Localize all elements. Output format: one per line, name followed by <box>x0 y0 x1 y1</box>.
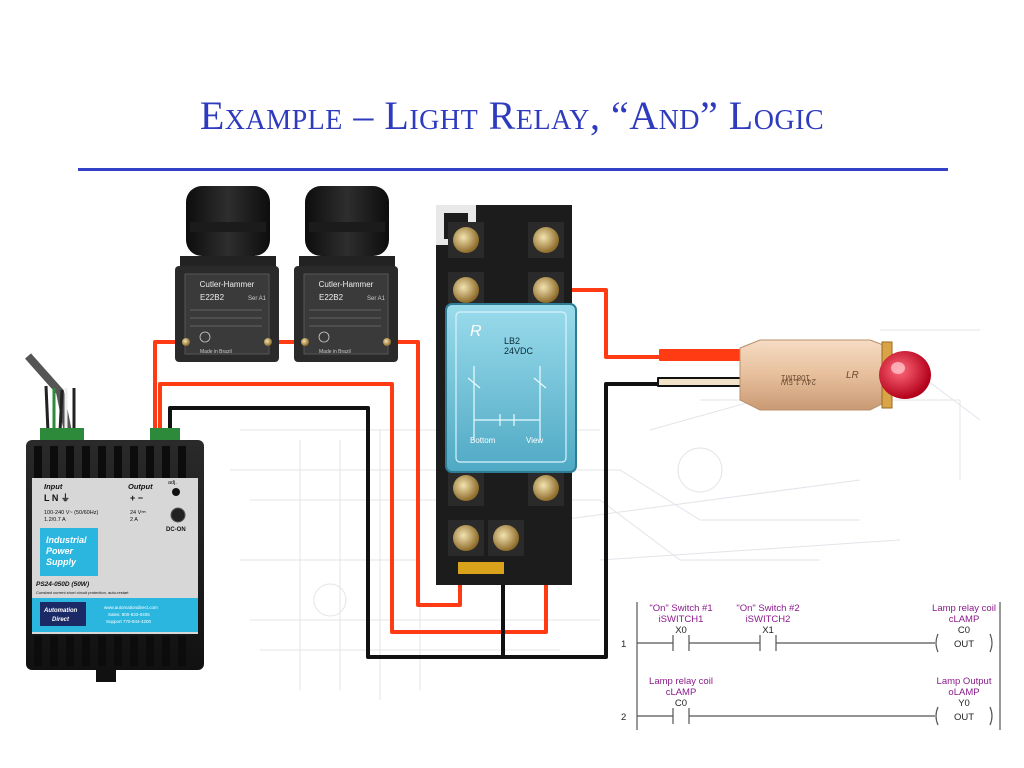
dc-on-led-icon <box>170 507 186 523</box>
switch1-made-in: Made in Brazil <box>200 349 232 355</box>
ps-support: Support 770-844-4200 <box>106 619 152 624</box>
wire-red-switch2-to-relay-coil <box>390 340 462 607</box>
rung2-contact1-desc: Lamp relay coil <box>649 676 713 687</box>
ps-web: www.automationdirect.com <box>104 605 158 610</box>
relay-bottom-terminals <box>448 470 564 574</box>
relay-voltage: 24VDC <box>504 346 534 356</box>
push-button-2: Cutler-Hammer E22B2 Ser A1 Made in Brazi… <box>294 186 398 362</box>
ps-logo-line1: Automation <box>43 608 78 614</box>
wire-red-ps-to-switch1 <box>153 340 183 428</box>
rung2-coil-desc: Lamp Output <box>937 676 992 687</box>
rung1-contact2-desc: "On" Switch #2 <box>736 603 799 614</box>
contact-c0-icon <box>672 708 690 724</box>
switch2-sub: Ser A1 <box>367 296 386 302</box>
rung1-coil-addr: C0 <box>958 625 970 636</box>
automation-direct-logo <box>40 602 86 626</box>
ladder-rung-1: 1 "On" Switch #1 iSWITCH1 X0 "On" Switch… <box>621 603 996 653</box>
wire-red-relay-to-lamp <box>562 288 660 359</box>
adj-knob-icon <box>172 488 180 496</box>
wire-black-ps-to-coil-return <box>168 382 658 659</box>
ladder-diagram: 1 "On" Switch #1 iSWITCH1 X0 "On" Switch… <box>621 602 1001 730</box>
ladder-rung-2: 2 Lamp relay coil cLAMP C0 Lamp Output o… <box>621 676 993 726</box>
coil-y0-icon <box>935 706 993 726</box>
rung2-coil-instr: OUT <box>954 712 974 723</box>
rung-2-number: 2 <box>621 712 626 723</box>
wire-red-ps-to-relay-common <box>158 382 548 634</box>
relay-model: LB2 <box>504 336 520 346</box>
rung1-contact2-addr: X1 <box>762 625 774 636</box>
ps-input-terms: L N ⏚ <box>44 493 70 503</box>
power-supply: Input L N ⏚ 100-240 V~ (50/60Hz) 1.2/0.7… <box>25 353 204 682</box>
ps-logo-line2: Direct <box>52 617 70 623</box>
lamp-rating: 24V 1.5W <box>780 377 816 386</box>
ps-output-terms: + − <box>130 493 143 503</box>
ps-adj-label: adj. <box>168 480 177 486</box>
slide-title: Example – Light Relay, “And” Logic <box>199 93 825 138</box>
rung2-contact1-addr: C0 <box>675 698 687 709</box>
contact-x0-icon <box>672 635 690 651</box>
ps-output-spec2: 2 A <box>130 517 138 523</box>
relay-cube: R LB2 24VDC Bottom View <box>445 303 577 473</box>
contact-x1-icon <box>759 635 777 651</box>
switch2-model: E22B2 <box>319 293 344 302</box>
coil-c0-icon <box>935 633 993 653</box>
ps-input-label: Input <box>44 482 63 491</box>
indicator-lamp: 1081M1 24V 1.5W LR <box>739 339 931 411</box>
title-underline <box>78 168 948 171</box>
relay-view-label: View <box>526 436 543 445</box>
ps-output-spec1: 24 V⎓ <box>130 510 146 516</box>
relay-socket: R LB2 24VDC Bottom View <box>436 205 577 585</box>
ps-brand-line2: Power <box>46 546 74 556</box>
ps-input-spec1: 100-240 V~ (50/60Hz) <box>44 510 98 516</box>
relay-schematic-icon <box>467 366 547 440</box>
rung1-contact1-addr: X0 <box>675 625 687 636</box>
ps-sales: Sales: 800-633-0405 <box>108 612 150 617</box>
rung1-coil-instr: OUT <box>954 639 974 650</box>
relay-logo-icon: R <box>470 323 482 340</box>
relay-top-terminals <box>448 222 564 308</box>
switch1-model: E22B2 <box>200 293 225 302</box>
ps-output-label: Output <box>128 482 153 491</box>
rung1-contact1-desc: "On" Switch #1 <box>649 603 712 614</box>
switch2-made-in: Made in Brazil <box>319 349 351 355</box>
push-button-1: Cutler-Hammer E22B2 Ser A1 Made in Brazi… <box>175 186 279 362</box>
rung1-contact2-nick: iSWITCH2 <box>746 614 791 625</box>
ps-input-spec2: 1.2/0.7 A <box>44 517 66 523</box>
switch2-brand: Cutler-Hammer <box>319 280 374 289</box>
ps-vent-fins <box>34 446 186 666</box>
rung2-coil-nick: oLAMP <box>948 687 979 698</box>
rung2-contact1-nick: cLAMP <box>666 687 697 698</box>
ps-brand-line1: Industrial <box>46 535 87 545</box>
lamp-part-number: 1081M1 <box>781 373 810 382</box>
rung1-coil-desc: Lamp relay coil <box>932 603 996 614</box>
ps-model: PS24-050D (50W) <box>36 581 89 588</box>
rung1-contact1-nick: iSWITCH1 <box>659 614 704 625</box>
lamp-mark: LR <box>846 370 859 381</box>
rung-1-number: 1 <box>621 639 626 650</box>
relay-bottom-label: Bottom <box>470 436 496 445</box>
switch1-sub: Ser A1 <box>248 296 267 302</box>
ps-note: Constant current short circuit protectio… <box>36 590 129 595</box>
rung2-coil-addr: Y0 <box>958 698 970 709</box>
ps-brand-line3: Supply <box>46 557 77 567</box>
rung1-coil-nick: cLAMP <box>949 614 980 625</box>
switch1-brand: Cutler-Hammer <box>200 280 255 289</box>
ps-dc-on: DC-ON <box>166 527 186 533</box>
